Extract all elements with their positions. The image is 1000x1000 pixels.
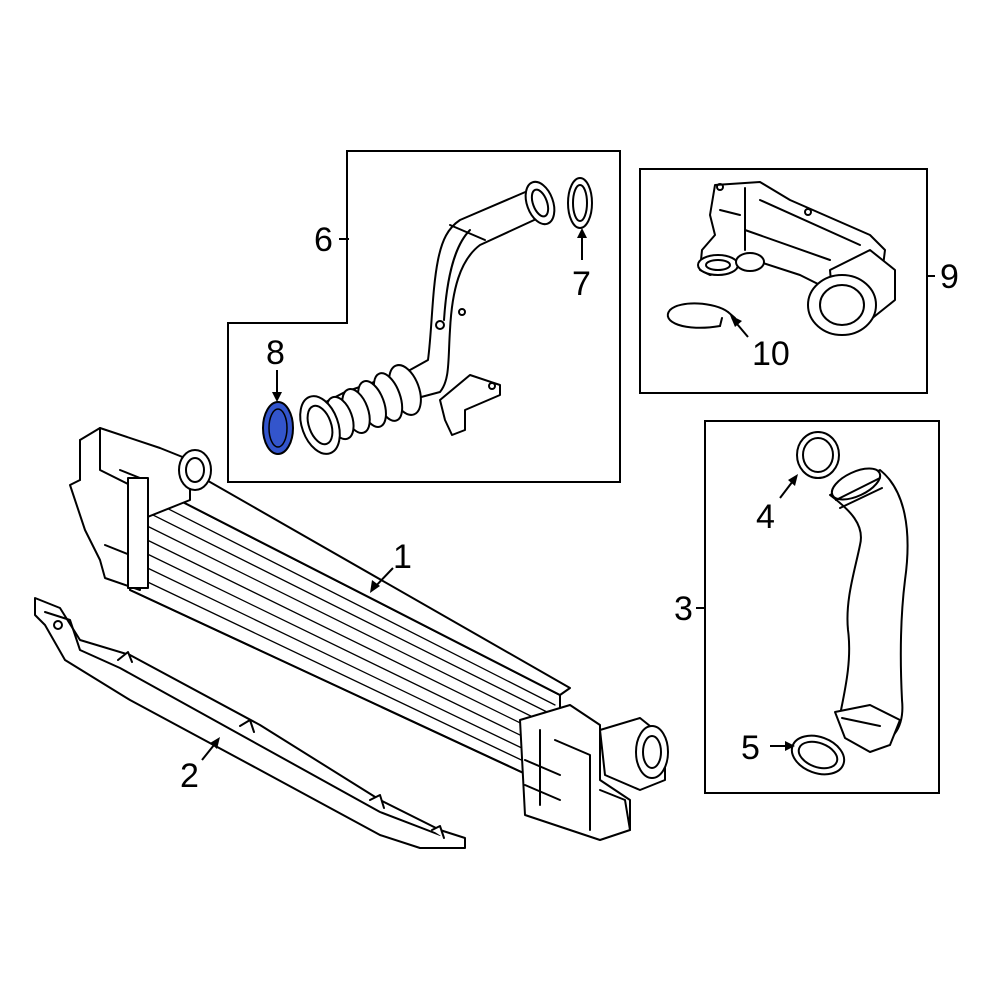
gasket-7 xyxy=(567,177,593,229)
gasket-8-highlighted xyxy=(262,401,294,455)
leader-lines xyxy=(201,228,935,761)
callout-1: 1 xyxy=(393,538,412,576)
callout-2: 2 xyxy=(180,757,199,795)
air-duct-9 xyxy=(697,181,896,336)
o-ring-4 xyxy=(796,431,840,479)
o-ring-5 xyxy=(790,734,846,776)
lower-bracket xyxy=(34,597,466,849)
callout-9: 9 xyxy=(940,258,959,296)
callout-8: 8 xyxy=(266,334,285,372)
callout-5: 5 xyxy=(741,729,760,767)
callout-7: 7 xyxy=(572,265,591,303)
callout-4: 4 xyxy=(756,498,775,536)
callout-6: 6 xyxy=(314,221,333,259)
charge-pipe-6 xyxy=(299,180,556,455)
clip-ring-10 xyxy=(666,302,736,329)
intercooler xyxy=(69,427,669,841)
callout-3: 3 xyxy=(674,590,693,628)
group-box-6 xyxy=(227,150,621,483)
callout-10: 10 xyxy=(752,335,790,373)
hose-3 xyxy=(829,467,909,753)
group-box-9 xyxy=(639,168,928,394)
